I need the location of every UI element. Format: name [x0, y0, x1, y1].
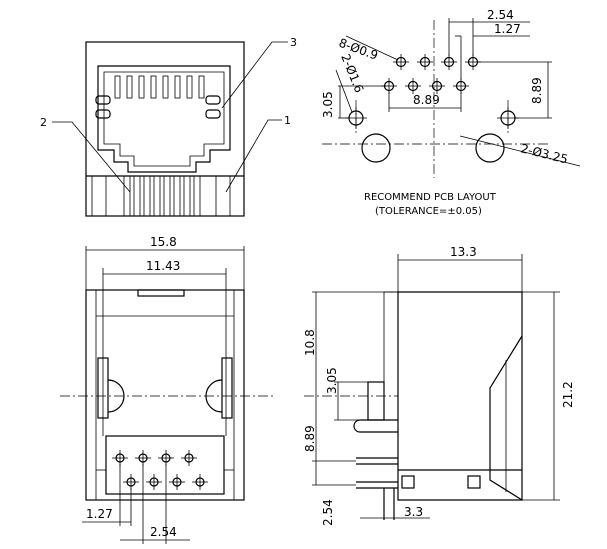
pcb-caption-title: RECOMMEND PCB LAYOUT [364, 192, 497, 203]
bottom-view-pins [112, 450, 208, 490]
front-view: 2 3 1 [40, 36, 297, 217]
leader-2-label: 2 [40, 116, 47, 129]
dim-bottom-1-27: 1.27 [86, 507, 113, 521]
pcb-contact-holes [381, 54, 481, 94]
leader-3-label: 3 [290, 36, 297, 49]
bottom-view-peg-left [97, 357, 125, 419]
dim-bottom-2-54: 2.54 [150, 525, 177, 539]
bottom-view-peg-right [205, 357, 233, 419]
front-view-pins [91, 175, 231, 217]
dim-bottom-15-8: 15.8 [150, 235, 177, 249]
bottom-view-pin-block [105, 435, 225, 495]
front-view-led-left-top [95, 95, 111, 105]
leader-2 [52, 121, 131, 193]
pcb-layout: 2.54 1.27 8-Ø0.9 2-Ø1.6 3.05 8.89 8.89 2… [321, 8, 581, 217]
dim-pcb-8-89-vertical: 8.89 [530, 77, 544, 104]
side-view-pin-square-left [401, 475, 415, 489]
side-view-body [397, 291, 523, 501]
leader-1-label: 1 [284, 114, 291, 127]
dim-pcb-peg-callout: 2-Ø1.6 [338, 52, 366, 95]
front-view-body-outline [85, 41, 245, 217]
pcb-caption-tolerance: (TOLERANCE=±0.05) [375, 206, 482, 217]
leader-3 [221, 41, 288, 109]
front-view-led-left-bottom [95, 109, 111, 119]
bottom-view-outline [85, 289, 245, 501]
dim-pcb-3-05: 3.05 [321, 91, 335, 118]
side-view-led-block [367, 381, 385, 421]
dim-side-3-3: 3.3 [404, 505, 423, 519]
pcb-mount-hole-right [475, 133, 505, 163]
front-view-opening-inner [103, 71, 225, 167]
dim-pcb-mount-callout: 2-Ø3.25 [519, 141, 569, 166]
bottom-view-top-tab [137, 289, 185, 297]
dim-side-3-05: 3.05 [325, 367, 339, 394]
dim-pcb-1-27: 1.27 [494, 22, 521, 36]
front-view-opening [97, 65, 231, 173]
dim-side-13-3: 13.3 [450, 245, 477, 259]
dim-bottom-11-43: 11.43 [146, 259, 180, 273]
front-view-contacts [114, 75, 205, 99]
side-view: 13.3 21.2 10.8 3.05 8.89 2.54 3.3 [303, 245, 575, 526]
dim-pcb-8-89-horizontal: 8.89 [413, 93, 440, 107]
side-view-peg [353, 419, 398, 433]
leader-1 [225, 119, 282, 193]
side-view-pin-square-right [467, 475, 481, 489]
dim-side-10-8: 10.8 [303, 329, 317, 356]
dim-pcb-2-54: 2.54 [487, 8, 514, 22]
front-view-led-right-bottom [205, 109, 221, 119]
front-view-led-right-top [205, 95, 221, 105]
dim-side-8-89: 8.89 [303, 425, 317, 452]
dim-side-21-2: 21.2 [561, 381, 575, 408]
bottom-view: 15.8 11.43 1.27 2.54 [60, 235, 274, 544]
dim-side-2-54: 2.54 [321, 499, 335, 526]
pcb-mount-hole-left [361, 133, 391, 163]
